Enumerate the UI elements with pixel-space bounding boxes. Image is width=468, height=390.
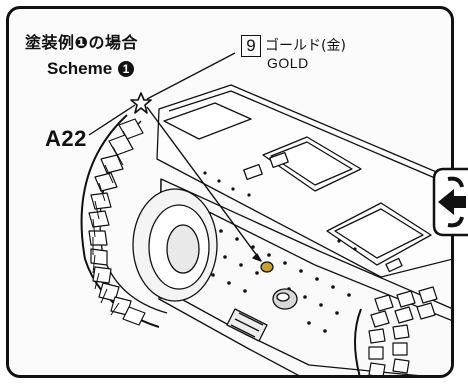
paint-name-jp: ゴールド(金) [265, 38, 346, 54]
next-step-arrow-icon[interactable] [430, 165, 468, 239]
part-number-label: A22 [45, 126, 87, 151]
engine-hatch [326, 202, 432, 266]
paint-code-box: 9 [241, 35, 261, 57]
tank-hull-illustration [80, 52, 451, 375]
scheme-title-jp: 塗装例❶の場合 [25, 33, 139, 52]
gold-paint-target [260, 261, 274, 273]
instruction-panel: 塗装例❶の場合 Scheme 1 9 ゴールド(金) GOLD A22 [6, 6, 454, 378]
paint-leader-line [146, 52, 236, 100]
left-track [80, 114, 168, 328]
paint-name-en: GOLD [267, 55, 309, 71]
scheme-title-en: Scheme 1 [47, 59, 135, 79]
part-leader-line [88, 104, 136, 136]
gold-pointer-line [146, 106, 262, 262]
right-track [354, 286, 438, 375]
deck-panel-outline [163, 102, 252, 140]
scheme-number-badge: 1 [117, 61, 134, 77]
scheme-title-prefix: Scheme [47, 59, 113, 78]
access-hatch [262, 136, 362, 192]
star-marker-icon [130, 92, 152, 114]
